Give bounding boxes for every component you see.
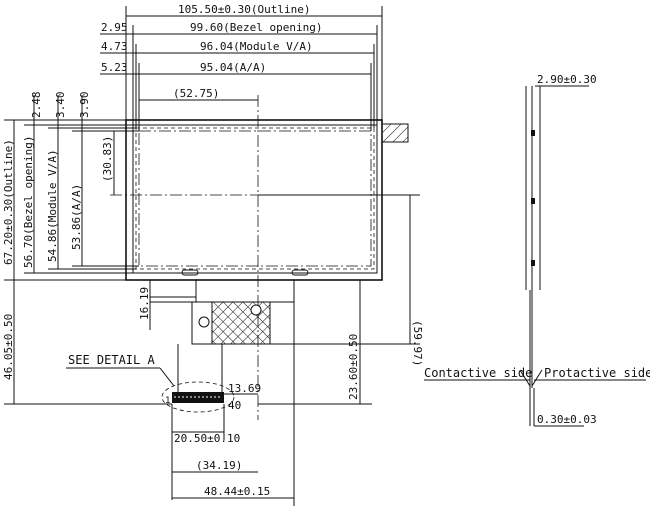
left-dimensions (4, 95, 172, 405)
fpc-dimensions (66, 280, 295, 506)
dim-connector-width: 20.50±0.10 (174, 432, 240, 445)
slot-right (291, 269, 309, 276)
dim-pin-pitch: 13.69 (228, 382, 261, 395)
side-tab-1 (531, 130, 535, 136)
protactive-side-label: Protactive side (544, 366, 650, 380)
dim-center-offset: (34.19) (196, 459, 242, 472)
fpc-hole-right (250, 304, 262, 316)
dim-module-width: 96.04(Module V/A) (200, 40, 313, 53)
dim-half-height: (30.83) (101, 136, 114, 182)
dim-aa-width: 95.04(A/A) (200, 61, 266, 74)
dim-bezel-height: 56.70(Bezel opening) (22, 136, 35, 268)
module-va (135, 127, 375, 270)
dim-total-height: 46.05±0.50 (2, 314, 15, 380)
pin-last-label: 40 (228, 399, 241, 412)
fpc-tail (161, 280, 295, 413)
dim-aa-offset-v: 3.90 (78, 92, 91, 119)
side-tab-2 (531, 198, 535, 204)
right-dimensions (258, 194, 420, 405)
dim-center-to-fpc: (59.97) (411, 320, 424, 366)
fpc-hatch-b (212, 302, 270, 344)
slot-left (181, 269, 199, 276)
bezel-opening (132, 124, 378, 274)
dim-bezel-offset-v: 2.48 (30, 92, 43, 119)
side-view (424, 85, 646, 427)
dim-module-offset: 4.73 (101, 40, 128, 53)
dim-fpc-total-width: 48.44±0.15 (204, 485, 270, 498)
detail-a-ellipse (161, 381, 235, 413)
dim-module-offset-v: 3.40 (54, 92, 67, 119)
see-detail-a-label: SEE DETAIL A (68, 353, 155, 367)
panel-front-view (110, 95, 409, 420)
dim-module-height: 54.86(Module V/A) (46, 149, 59, 262)
corner-tab (381, 123, 409, 143)
top-dimensions (100, 6, 383, 131)
pin-first-label: 1 (165, 396, 170, 406)
dim-half-width: (52.75) (173, 87, 219, 100)
dim-outline-width: 105.50±0.30(Outline) (178, 3, 310, 16)
dim-fpc-length: 23.60±0.50 (347, 334, 360, 400)
active-area (138, 130, 372, 267)
side-tab-3 (531, 260, 535, 266)
dim-fpc-thickness: 0.30±0.03 (537, 413, 597, 426)
panel-outline (125, 119, 383, 281)
dim-bezel-width: 99.60(Bezel opening) (190, 21, 322, 34)
contactive-side-label: Contactive side (424, 366, 532, 380)
dim-aa-height: 53.86(A/A) (70, 184, 83, 250)
dim-bezel-offset: 2.95 (101, 21, 128, 34)
dim-outline-height: 67.20±0.30(Outline) (2, 139, 15, 265)
dim-side-thickness: 2.90±0.30 (537, 73, 597, 86)
dim-aa-offset: 5.23 (101, 61, 128, 74)
fpc-hole-left (198, 316, 210, 328)
dim-tab-offset: 16.19 (138, 287, 151, 320)
